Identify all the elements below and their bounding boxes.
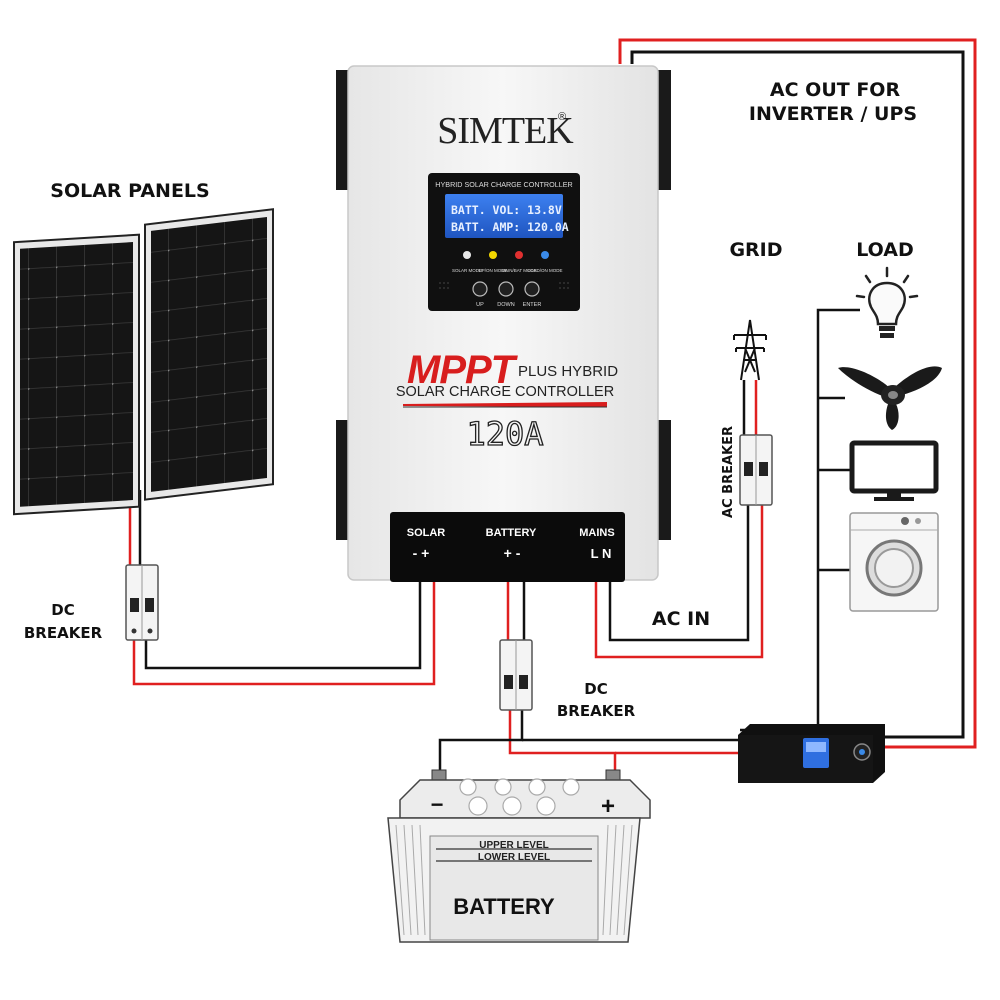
dc-breaker-left-label-1: DC <box>51 601 74 619</box>
dc-breaker-left-label-2: BREAKER <box>24 624 103 642</box>
transmission-tower-icon <box>733 319 767 381</box>
load-label: LOAD <box>856 239 914 261</box>
washing-machine-icon <box>849 512 939 612</box>
dc-breaker-mid-label-2: BREAKER <box>557 702 636 720</box>
indicator-up-led <box>489 251 497 259</box>
lcd-header: HYBRID SOLAR CHARGE CONTROLLER <box>435 180 572 189</box>
solar-panel-right <box>144 208 274 501</box>
dc-breaker-left <box>125 564 159 641</box>
registered-mark: ® <box>558 111 566 123</box>
terminal-mains-label: MAINS <box>579 527 614 539</box>
speaker-grille <box>439 282 569 289</box>
ac-breaker-label: AC BREAKER <box>721 426 736 518</box>
mppt-logo: MPPT <box>407 348 519 392</box>
solar-panel-left <box>13 233 140 516</box>
grid-label: GRID <box>729 239 782 261</box>
ac-breaker <box>739 434 773 506</box>
enter-button[interactable] <box>524 281 540 297</box>
solar-panels-label: SOLAR PANELS <box>50 180 209 202</box>
light-bulb-icon <box>855 266 919 338</box>
battery-vent-caps <box>459 778 580 816</box>
terminal-battery-polarity: + - <box>504 545 521 561</box>
indicator-solar-led <box>463 251 471 259</box>
terminal-solar-label: SOLAR <box>407 527 446 539</box>
battery-upper-level: UPPER LEVEL <box>479 840 548 851</box>
battery-positive-sign: + <box>601 793 615 820</box>
controller-subtitle: SOLAR CHARGE CONTROLLER <box>396 384 614 400</box>
terminal-solar-polarity: - + <box>413 545 430 561</box>
indicator-label-2: UP/ON MODE <box>478 268 507 273</box>
battery-lower-level: LOWER LEVEL <box>478 852 550 863</box>
indicator-main-led <box>515 251 523 259</box>
terminal-battery-label: BATTERY <box>486 527 537 539</box>
dc-breaker-mid-label-1: DC <box>584 680 607 698</box>
up-button-label: UP <box>476 302 484 308</box>
indicator-load-led <box>541 251 549 259</box>
down-button[interactable] <box>498 281 514 297</box>
dc-breaker-mid <box>499 639 533 711</box>
terminal-block <box>390 512 625 582</box>
up-button[interactable] <box>472 281 488 297</box>
battery-negative-sign: − <box>431 792 444 817</box>
solar-panels <box>13 208 274 516</box>
battery-label: BATTERY <box>453 894 555 919</box>
ac-out-label-2: INVERTER / UPS <box>749 103 917 125</box>
plus-hybrid-text: PLUS HYBRID <box>518 363 618 380</box>
indicator-label-1: SOLAR MODE <box>452 268 482 273</box>
inverter-ups <box>738 724 885 783</box>
rating-text: 120A <box>466 415 543 453</box>
indicator-label-4: LOAD/ON MODE <box>527 268 562 273</box>
brand-logo: SIMTEK <box>437 110 574 152</box>
terminal-mains-polarity: L N <box>591 546 612 561</box>
enter-button-label: ENTER <box>523 302 542 308</box>
lcd-screen <box>445 194 563 238</box>
ac-out-label-1: AC OUT FOR <box>770 79 901 101</box>
ceiling-fan-icon <box>838 366 942 430</box>
battery: − + UPPER LEVEL LOWER LEVEL BATTERY <box>387 769 651 943</box>
down-button-label: DOWN <box>497 302 514 308</box>
ac-in-label: AC IN <box>652 608 710 630</box>
monitor-icon <box>849 440 939 501</box>
lcd-line-1: BATT. VOL: 13.8V <box>451 203 562 217</box>
indicator-label-3: MAIN/BAT MODE <box>501 268 537 273</box>
charge-controller: SIMTEK ® HYBRID SOLAR CHARGE CONTROLLER … <box>336 65 671 582</box>
lcd-line-2: BATT. AMP: 120.0A <box>451 220 569 234</box>
